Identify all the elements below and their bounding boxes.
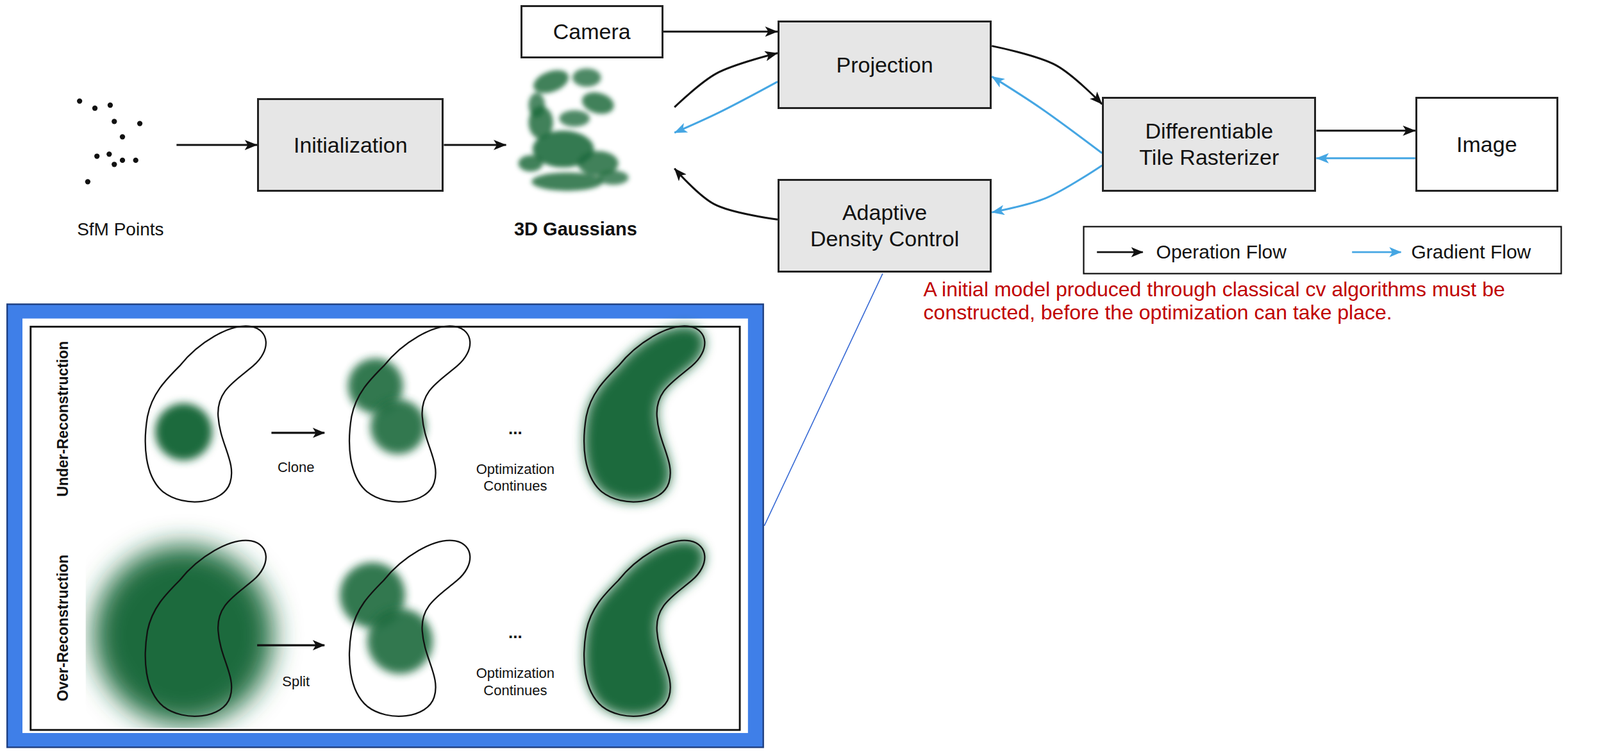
ellipsis: ... [508, 418, 523, 439]
gradient-flow-arrow [991, 165, 1102, 213]
gradient-flow-arrow [674, 81, 778, 133]
sfm-point-cloud [94, 153, 100, 159]
box-label: Initialization [293, 132, 408, 159]
legend-label: Gradient Flow [1411, 241, 1532, 263]
operation-flow-arrow [991, 46, 1102, 105]
operation-flow-arrow [443, 144, 506, 147]
densification-illustration [145, 540, 267, 717]
legend-frame [1083, 226, 1562, 274]
densification-illustration [93, 325, 705, 725]
densification-illustration [583, 540, 705, 717]
sfm-point-cloud [76, 98, 143, 184]
sfm-point-cloud [111, 161, 117, 167]
sfm-point-cloud [119, 157, 125, 163]
sfm-point-cloud [133, 157, 139, 163]
legend-label: Operation Flow [1156, 241, 1287, 263]
figure-caption: SfM Points [76, 218, 164, 241]
gaussian-splats [530, 66, 572, 99]
operation-flow-arrow [674, 168, 778, 220]
step-label: Clone [277, 458, 315, 476]
densification-illustration [349, 325, 470, 502]
box-label: Differentiable Tile Rasterizer [1130, 117, 1288, 171]
densification-illustration [257, 643, 325, 646]
densification-illustration [93, 544, 274, 725]
inset-frame [30, 326, 740, 730]
legend-frame [1096, 251, 1143, 254]
leader-line [764, 273, 883, 526]
inset-frame [7, 303, 764, 747]
process-box: Differentiable Tile Rasterizer [1101, 96, 1317, 192]
sfm-point-cloud [106, 151, 112, 157]
densification-illustration [583, 540, 705, 717]
row-label: Under-Reconstruction [54, 340, 73, 497]
gaussian-splats [528, 92, 545, 118]
gaussian-splats [572, 68, 602, 88]
inset-frame [22, 318, 749, 733]
row-label: Over-Reconstruction [54, 554, 73, 702]
box-label: Camera [553, 18, 631, 45]
box-label: Adaptive Density Control [806, 199, 963, 252]
densification-illustration [583, 325, 705, 502]
gaussian-splats [531, 172, 603, 192]
legend-frame [1083, 226, 1562, 274]
operation-flow-arrow [663, 30, 778, 33]
annotation-note: A initial model produced through classic… [923, 277, 1593, 324]
ellipsis: ... [508, 622, 523, 643]
sfm-point-cloud [137, 120, 143, 126]
figure-caption: 3D Gaussians [514, 217, 638, 241]
gaussians-figure: 3D Gaussians [506, 61, 675, 243]
legend-entry: Operation Flow [1156, 241, 1287, 263]
process-box: Initialization [257, 98, 444, 192]
point-cloud-figure: SfM Points [64, 89, 177, 243]
box-label: Image [1456, 131, 1518, 158]
sfm-point-cloud [111, 118, 117, 124]
gaussian-splats [558, 110, 590, 127]
densification-illustration [145, 325, 267, 502]
sfm-point-cloud [76, 98, 83, 104]
densification-illustration [349, 540, 470, 717]
gaussian-splats [518, 66, 629, 192]
operation-flow-arrow [674, 53, 778, 108]
output-box: Image [1415, 96, 1559, 192]
input-box: Camera [520, 5, 664, 59]
legend-frame [1351, 251, 1401, 254]
operation-flow-arrow [176, 144, 258, 147]
densification-illustration [583, 325, 705, 502]
inset-frame [7, 303, 764, 747]
densification-illustration [93, 544, 274, 725]
process-box: Adaptive Density Control [777, 178, 992, 273]
illustration [7, 66, 1561, 748]
densification-illustration [370, 398, 426, 454]
sfm-point-cloud [119, 133, 125, 140]
legend-entry: Gradient Flow [1411, 241, 1532, 263]
densification-illustration [271, 431, 325, 434]
process-box: Projection [777, 20, 992, 109]
step-caption: Optimization Continues [464, 460, 567, 495]
densification-illustration [155, 403, 213, 461]
sfm-point-cloud [85, 178, 91, 184]
box-label: Projection [836, 51, 934, 79]
gradient-flow-arrow [991, 76, 1102, 153]
step-label: Split [282, 673, 310, 690]
gaussian-splats [518, 155, 543, 172]
step-caption: Optimization Continues [464, 664, 567, 699]
gradient-flow-arrow [1316, 157, 1415, 159]
sfm-point-cloud [92, 105, 98, 111]
sfm-point-cloud [107, 102, 113, 108]
operation-flow-arrow [1316, 129, 1415, 132]
